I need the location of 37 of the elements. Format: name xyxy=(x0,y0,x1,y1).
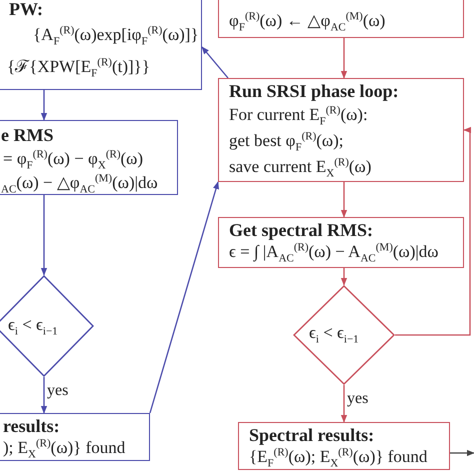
condition-text: ϵ$_{i}$ < ϵ$_{i−1}$ xyxy=(8,315,58,335)
arrow xyxy=(450,450,474,456)
formula-text: save current E$_{X}$$^{(R)}$(ω) xyxy=(229,157,372,177)
box-heading: results: xyxy=(3,416,60,436)
arrow xyxy=(40,195,48,276)
arrow xyxy=(395,126,472,336)
process-box xyxy=(0,0,202,90)
process-box xyxy=(218,78,464,182)
process-box xyxy=(0,120,178,195)
box-heading: Spectral results: xyxy=(249,425,374,445)
formula-text: For current E$_{F}$$^{(R)}$(ω): xyxy=(229,105,368,125)
formula-text: {E$_{F}$$^{(R)}$(ω); E$_{X}$$^{(R)}$(ω)} found xyxy=(249,447,428,467)
process-box xyxy=(218,217,464,268)
condition-text: ϵ$_{i}$ < ϵ$_{i−1}$ xyxy=(309,323,359,343)
box-heading: Run SRSI phase loop: xyxy=(229,81,399,101)
arrow xyxy=(340,38,348,79)
arrow xyxy=(340,385,348,423)
box-heading: e RMS xyxy=(1,125,54,145)
formula-text: ); E$_{X}$$^{(R)}$(ω)} found xyxy=(3,438,126,458)
process-box xyxy=(238,422,450,470)
formula-text: {A$_{F}$$^{(R)}$(ω)exp[iφ$_{F}$$^{(R)}$(ω)]} xyxy=(33,25,199,45)
formula-text: φ$_{F}$$^{(R)}$(ω) ← △φ$_{AC}$$^{(M)}$(ω) xyxy=(229,11,386,31)
arrow xyxy=(149,181,219,414)
process-box xyxy=(0,413,150,461)
arrow xyxy=(340,268,348,286)
formula-text: {ℱ{XPW[E$_{F}$$^{(R)}$(t)]}} xyxy=(7,57,150,77)
formula-text: = φ$_{F}$$^{(R)}$(ω) − φ$_{X}$$^{(R)}$(ω) xyxy=(3,149,144,169)
arrow xyxy=(340,182,348,218)
box-heading: PW: xyxy=(9,0,43,19)
formula-text: ϵ = ∫ |A$_{AC}$$^{(R)}$(ω) − A$_{AC}$$^{(M)}$(ω)|dω xyxy=(229,242,438,262)
arrow xyxy=(40,377,48,414)
formula-text: $_{AC}$(ω) − △φ$_{AC}$$^{(M)}$(ω)|dω xyxy=(1,173,158,193)
arrow xyxy=(40,90,48,121)
box-heading: Get spectral RMS: xyxy=(229,220,373,240)
process-box xyxy=(218,0,464,38)
arrow xyxy=(202,46,228,78)
formula-text: get best φ$_{F}$$^{(R)}$(ω); xyxy=(229,131,344,151)
